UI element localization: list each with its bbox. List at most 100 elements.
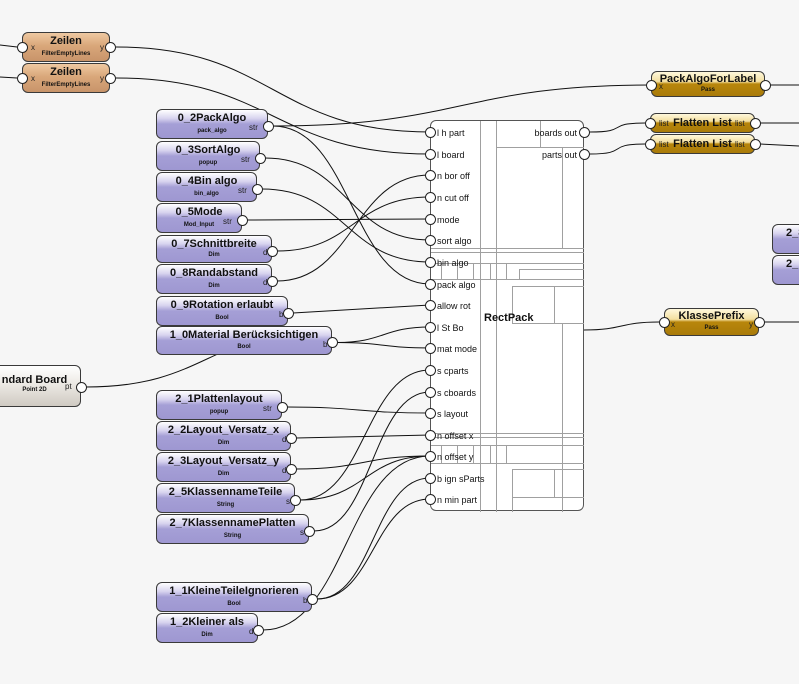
flatten-list-node[interactable]: Flatten List: [650, 134, 755, 154]
output-port[interactable]: [326, 337, 338, 348]
node-title: 2_: [786, 258, 799, 270]
output-port[interactable]: [759, 79, 771, 91]
output-port[interactable]: [252, 624, 264, 636]
port-label: s: [300, 528, 304, 537]
output-port[interactable]: [266, 245, 278, 257]
input-port[interactable]: [424, 342, 436, 354]
input-label: n min part: [437, 495, 478, 505]
output-port[interactable]: [75, 381, 87, 393]
input-port[interactable]: [424, 407, 436, 419]
output-port[interactable]: [262, 120, 274, 132]
output-port[interactable]: [251, 183, 263, 195]
input-port[interactable]: [424, 429, 436, 441]
filter-node[interactable]: Zeilen FilterEmptyLines: [22, 63, 110, 93]
input-port[interactable]: [16, 41, 28, 53]
filter-node[interactable]: Zeilen FilterEmptyLines: [22, 32, 110, 62]
output-port[interactable]: [303, 525, 315, 537]
wire: [115, 77, 431, 155]
wire: [115, 46, 431, 133]
node-subtitle: Point 2D: [22, 387, 47, 393]
input-port[interactable]: [424, 364, 436, 376]
output-port[interactable]: [254, 152, 266, 164]
param-node-partial[interactable]: 2_: [772, 255, 799, 285]
input-port[interactable]: [424, 278, 436, 290]
input-port[interactable]: [424, 191, 436, 203]
output-label-parts-out: parts out: [541, 150, 577, 160]
param-node-partial[interactable]: 2_8: [772, 224, 799, 254]
port-label: str: [223, 217, 232, 226]
node-title: 1_1KleineTeileIgnorieren: [169, 585, 299, 597]
point2d-node[interactable]: ndard Board Point 2D: [0, 365, 81, 407]
output-port[interactable]: [104, 41, 116, 53]
output-port[interactable]: [753, 316, 765, 328]
input-port[interactable]: [644, 138, 656, 150]
output-port[interactable]: [306, 593, 318, 605]
input-port[interactable]: [424, 472, 436, 484]
node-title: Flatten List: [673, 117, 732, 129]
output-port[interactable]: [749, 117, 761, 129]
output-port[interactable]: [285, 463, 297, 475]
output-port[interactable]: [276, 401, 288, 413]
output-port[interactable]: [285, 432, 297, 444]
input-port[interactable]: [645, 79, 657, 91]
input-port[interactable]: [424, 493, 436, 505]
input-port[interactable]: [424, 213, 436, 225]
node-subtitle: Dim: [208, 252, 220, 258]
output-port[interactable]: [266, 275, 278, 287]
input-port[interactable]: [424, 126, 436, 138]
port-label: str: [263, 404, 272, 413]
port-label: str: [241, 155, 250, 164]
input-port[interactable]: [424, 234, 436, 246]
input-label: allow rot: [437, 301, 471, 311]
node-subtitle: pack_algo: [197, 128, 227, 134]
output-port[interactable]: [289, 494, 301, 506]
input-port[interactable]: [644, 117, 656, 129]
wire: [589, 143, 646, 155]
output-port[interactable]: [104, 72, 116, 84]
input-port[interactable]: [658, 316, 670, 328]
pass-node-packalgoforlabel[interactable]: PackAlgoForLabel Pass: [651, 71, 765, 97]
output-port[interactable]: [236, 214, 248, 226]
port-label: y: [100, 43, 104, 52]
input-port[interactable]: [424, 450, 436, 462]
input-port[interactable]: [424, 299, 436, 311]
input-port[interactable]: [424, 256, 436, 268]
input-port[interactable]: [424, 386, 436, 398]
input-label: l board: [437, 150, 465, 160]
output-port[interactable]: [578, 126, 590, 138]
component-title: RectPack: [484, 312, 534, 324]
output-port[interactable]: [749, 138, 761, 150]
input-port[interactable]: [424, 169, 436, 181]
pass-node-klasseprefix[interactable]: KlassePrefix Pass: [664, 308, 759, 336]
input-label: pack algo: [437, 280, 476, 290]
input-port[interactable]: [424, 321, 436, 333]
output-port[interactable]: [282, 307, 294, 319]
port-label: b: [303, 596, 308, 605]
input-label: mat mode: [437, 344, 478, 354]
node-title: 2_2Layout_Versatz_x: [167, 424, 280, 436]
flatten-list-node[interactable]: Flatten List: [650, 113, 755, 133]
node-title: 0_7Schnittbreite: [171, 238, 257, 250]
input-port[interactable]: [16, 72, 28, 84]
node-title: 0_4Bin algo: [175, 175, 238, 187]
input-label: s layout: [437, 409, 469, 419]
input-port[interactable]: [424, 148, 436, 160]
output-port[interactable]: [578, 148, 590, 160]
